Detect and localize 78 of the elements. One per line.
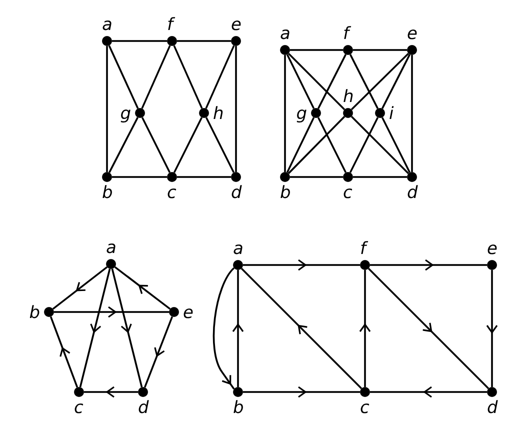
edge-line: [141, 117, 171, 173]
edge-line: [177, 40, 231, 42]
edge-line: [177, 176, 231, 178]
vertex-label: f: [343, 25, 349, 43]
arrow: [232, 270, 244, 387]
vertex-label: f: [360, 240, 366, 258]
vertex-label: g: [296, 105, 307, 123]
arrow: [243, 386, 360, 398]
vertex-label: i: [389, 105, 394, 123]
edge-line: [350, 116, 410, 174]
vertex-label: h: [213, 105, 224, 123]
edge-line: [106, 46, 108, 172]
vertex-label: b: [29, 304, 40, 322]
edge-line: [173, 117, 203, 173]
edge-line: [381, 54, 411, 109]
vertex-label: d: [407, 184, 418, 202]
vertex-label: c: [167, 184, 176, 202]
edge-line: [349, 117, 379, 173]
arrow: [240, 268, 362, 390]
vertex-label: a: [280, 25, 290, 43]
edge-line: [108, 45, 139, 109]
vertex-label: g: [120, 105, 131, 123]
arrow: [359, 270, 371, 387]
vertex-label: c: [360, 399, 370, 417]
arrow: [111, 268, 143, 388]
edge-line: [141, 45, 171, 109]
edge-line: [112, 176, 167, 178]
vertex-label: c: [343, 184, 352, 202]
vertex-label: e: [231, 16, 242, 34]
edge-line: [286, 117, 315, 173]
edge-line: [381, 117, 411, 173]
edge-line: [286, 54, 315, 109]
arrow: [243, 259, 360, 271]
edge-line: [288, 52, 346, 110]
edge-line: [288, 116, 346, 174]
edge-line: [112, 40, 167, 42]
arrow: [52, 266, 108, 310]
vertex-label: e: [487, 240, 498, 258]
edge-line: [284, 55, 286, 172]
vertex-label: a: [233, 240, 244, 258]
vertex-label: e: [407, 25, 418, 43]
edge-line: [353, 176, 407, 178]
vertex-label: b: [102, 184, 113, 202]
vertex-label: d: [487, 399, 498, 417]
vertex-label: a: [106, 239, 116, 257]
vertex-label: c: [74, 399, 84, 417]
arrow: [54, 306, 169, 318]
edge-line: [205, 117, 235, 173]
vertex-label: b: [233, 399, 244, 417]
arrow: [368, 268, 490, 390]
edge-line: [173, 45, 203, 109]
vertex-label: h: [343, 88, 354, 106]
edge-line: [235, 46, 237, 172]
edge-line: [317, 54, 347, 109]
edge-line: [411, 55, 413, 172]
vertex-label: b: [280, 184, 291, 202]
edge-line: [353, 49, 407, 51]
arrow: [212, 267, 235, 390]
edge-line: [205, 45, 235, 109]
vertex-label: f: [167, 16, 173, 34]
edge-line: [349, 54, 379, 109]
edge-line: [350, 52, 410, 110]
edge-line: [290, 49, 343, 51]
vertex-label: d: [138, 399, 149, 417]
arrow: [84, 386, 138, 398]
edge-line: [317, 117, 347, 173]
edge-line: [290, 176, 343, 178]
edge-line: [108, 117, 138, 173]
vertex-label: e: [183, 304, 194, 322]
vertex-label: a: [102, 16, 112, 34]
arrow: [486, 270, 498, 387]
arrow: [370, 259, 487, 271]
arrow: [144, 316, 174, 388]
arrow: [370, 386, 487, 398]
arrow: [79, 268, 111, 388]
vertex-label: d: [231, 184, 242, 202]
arrow: [50, 316, 78, 388]
arrow: [114, 266, 171, 310]
